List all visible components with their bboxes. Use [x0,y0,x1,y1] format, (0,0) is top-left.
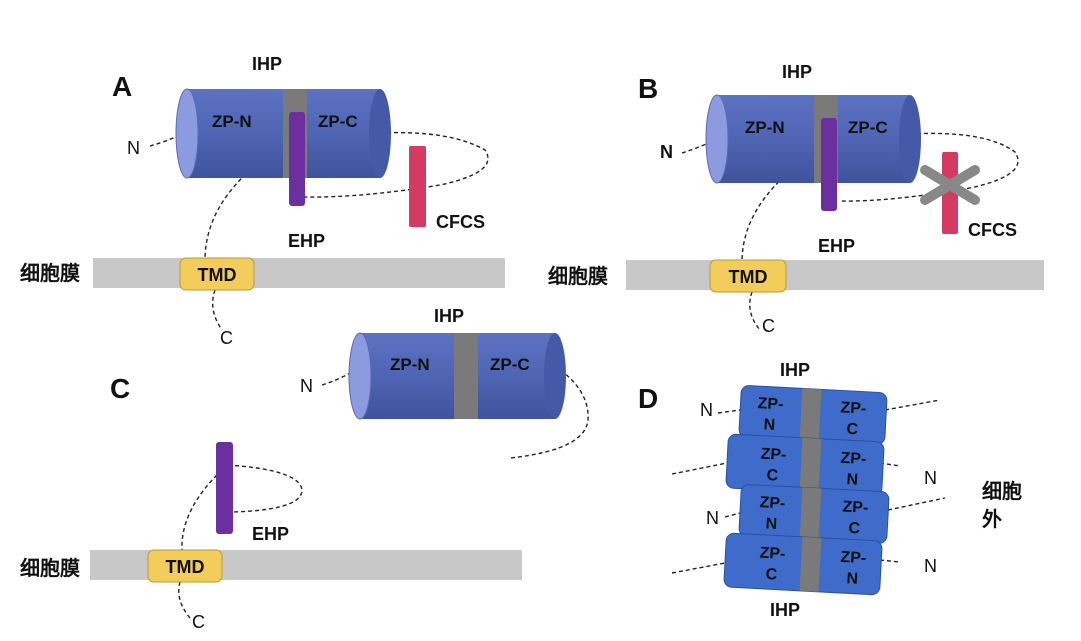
panel-c-ehp-bar [216,442,233,534]
panel-b-cfcs-bar [942,152,958,234]
panel-b-c-tail [749,291,761,331]
d-n-terminus-2: N [924,468,937,488]
panel-a-zp-c-label: ZP-C [318,112,358,131]
panel-a-ehp-label: EHP [288,231,325,251]
d2-zp-n-top: ZP- [840,450,867,468]
d4-zp-n-bottom: N [846,570,858,588]
panel-b-letter: B [638,73,658,104]
panel-b-membrane [626,260,1044,290]
panel-a-cfcs-bar [409,146,426,227]
panel-b-membrane-label: 细胞膜 [548,264,608,288]
cfcs-blocked-x-icon [920,165,980,205]
panel-b: B IHP 细胞膜 ZP-N ZP-C CFCS EHP TMD N C [548,62,1044,336]
panel-b-ehp-label: EHP [818,236,855,256]
d2-zp-c-top: ZP- [760,446,787,464]
panel-d-subunit-2: ZP- C ZP- N [725,433,885,497]
panel-a-c-terminus: C [220,328,233,348]
panel-b-c-terminus: C [762,316,775,336]
panel-b-tmd-label: TMD [729,267,768,287]
panel-c-c-tail [178,581,191,619]
d3-zp-n-top: ZP- [759,494,786,512]
panel-c-zp-c-label: ZP-C [490,355,530,374]
panel-d-subunit-3: ZP- N ZP- C [738,484,890,544]
panel-a-ehp-bar [289,112,305,206]
panel-a-c-linker [304,131,489,198]
panel-d-letter: D [638,383,658,414]
panel-c-tmd-label: TMD [166,557,205,577]
panel-c-ihp-label: IHP [434,306,464,326]
panel-a-zp-n-label: ZP-N [212,112,252,131]
panel-c-ihp [454,333,478,419]
extracellular-label-line2: 外 [982,507,1002,531]
panel-a-cylinder-cap [175,88,199,179]
panel-b-cylinder [717,95,910,183]
panel-b-ehp-bar [821,118,837,211]
panel-d-subunit-1: ZP- N ZP- C [738,385,888,445]
panel-a-letter: A [112,71,132,102]
panel-c-ehp-loop [227,464,303,513]
panel-c-cylinder-cap [348,332,372,420]
panel-a-n-terminus: N [127,138,140,158]
d1-zp-c-top: ZP- [840,399,867,417]
panel-b-zp-n-label: ZP-N [745,118,785,137]
panel-a-membrane-label: 细胞膜 [20,261,80,285]
panel-d-ihp-top-label: IHP [780,360,810,380]
panel-d: D IHP IHP 细胞 外 ZP- N ZP- C ZP- C ZP- [638,360,1022,620]
panel-c-tmd [147,549,223,583]
panel-a-tmd [179,257,255,291]
panel-b-cylinder-cap [705,94,729,184]
panel-c-c-terminus: C [192,612,205,632]
d1-zp-n-top: ZP- [757,395,784,413]
panel-b-n-terminus: N [660,142,673,162]
d-n-terminus-4: N [924,556,937,576]
d4-zp-c-bottom: C [765,566,778,584]
panel-c-c-linker [509,365,589,459]
panel-c-membrane-label: 细胞膜 [20,556,80,580]
panel-b-n-linker [681,139,716,154]
panel-a: A IHP 细胞膜 ZP-N ZP-C CFCS EHP TMD N C [20,54,505,348]
panel-c-n-terminus: N [300,376,313,396]
d4-zp-n-top: ZP- [840,549,867,567]
panel-c-n-linker [321,371,353,386]
panel-d-subunit-4: ZP- C ZP- N [723,532,883,596]
panel-a-c-tail [212,289,223,331]
panel-b-tmd [709,259,787,293]
d2-zp-n-bottom: N [846,471,858,489]
d-n-terminus-3: N [706,508,719,528]
panel-b-ihp-label: IHP [782,62,812,82]
panel-a-tmd-label: TMD [198,265,237,285]
panel-b-c-linker [839,132,1019,202]
panel-c-ehp-tmd-linker [181,469,223,552]
d3-zp-n-bottom: N [765,516,777,534]
d1-zp-n-bottom: N [763,416,775,434]
panel-b-cfcs-label: CFCS [968,220,1017,240]
panel-c-ehp-label: EHP [252,524,289,544]
panel-d-ihp-bottom-label: IHP [770,600,800,620]
panel-c: C IHP 细胞膜 ZP-N ZP-C EHP TMD N C [20,306,589,632]
d3-zp-c-top: ZP- [842,499,869,517]
d3-zp-c-bottom: C [848,520,861,538]
panel-c-letter: C [110,373,130,404]
panel-a-membrane [93,258,505,288]
panel-c-zp-n-label: ZP-N [390,355,430,374]
panel-a-ihp-label: IHP [252,54,282,74]
panel-b-zp-c-label: ZP-C [848,118,888,137]
d2-zp-c-bottom: C [766,467,779,485]
d-n-terminus-1: N [700,400,713,420]
d4-zp-c-top: ZP- [759,545,786,563]
d1-zp-c-bottom: C [846,421,859,439]
panel-a-cfcs-label: CFCS [436,212,485,232]
extracellular-label-line1: 细胞 [982,479,1022,503]
